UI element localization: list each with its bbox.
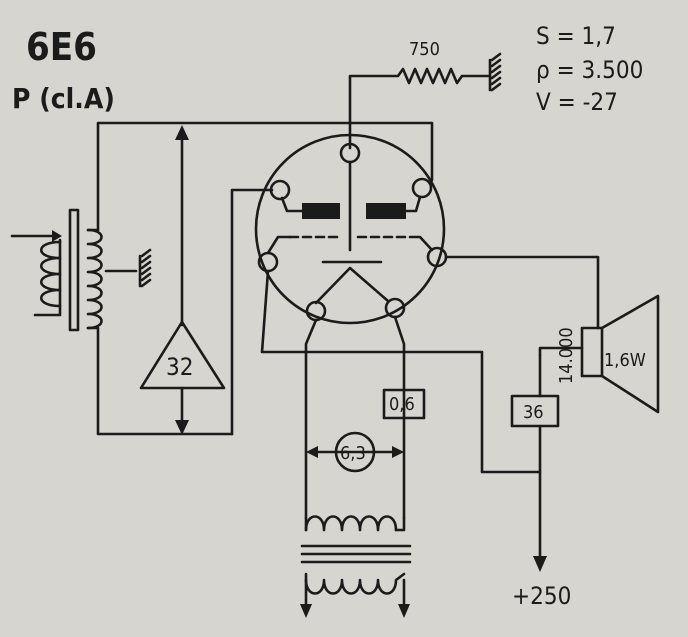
grid-wire bbox=[230, 188, 274, 436]
amplifier-label: 32 bbox=[166, 353, 193, 381]
speaker-impedance-label: 14.000 bbox=[556, 327, 577, 384]
filament-voltage-indicator: 6,3 bbox=[306, 431, 404, 473]
filament-wire-left bbox=[304, 318, 318, 520]
tube-envelope bbox=[254, 133, 446, 325]
output-transformer-label: 36 bbox=[523, 402, 544, 423]
supply-voltage-label: +250 bbox=[512, 582, 571, 610]
filament-wire-right bbox=[393, 315, 406, 520]
input-amplifier: 32 bbox=[139, 125, 226, 435]
operating-mode-label: P (cl.A) bbox=[12, 82, 115, 115]
top-wire bbox=[96, 121, 434, 232]
filament-current-box: 0,6 bbox=[382, 388, 426, 420]
filament-transformer bbox=[300, 515, 412, 618]
input-transformer bbox=[10, 208, 234, 436]
output-transformer-box: 36 bbox=[510, 394, 560, 428]
pin-upper-left bbox=[269, 179, 291, 201]
speaker: 1,6W bbox=[538, 294, 660, 414]
filament-voltage-label: 6,3 bbox=[340, 443, 366, 464]
plate-wire bbox=[444, 255, 600, 330]
screen-wire bbox=[260, 269, 542, 474]
pin-upper-right bbox=[411, 177, 433, 199]
resistor-value-label: 750 bbox=[409, 39, 440, 60]
tube-electrodes bbox=[266, 160, 434, 305]
tube-type-label: 6E6 bbox=[26, 25, 97, 69]
speaker-power-label: 1,6W bbox=[604, 350, 646, 371]
param-v: V = -27 bbox=[536, 88, 618, 116]
param-rho: ρ = 3.500 bbox=[536, 56, 643, 84]
resistor-ground-symbol bbox=[488, 52, 502, 92]
cathode-resistor bbox=[348, 67, 492, 150]
param-s: S = 1,7 bbox=[536, 22, 616, 50]
supply-arrow bbox=[533, 556, 547, 572]
filament-current-label: 0,6 bbox=[389, 394, 415, 415]
